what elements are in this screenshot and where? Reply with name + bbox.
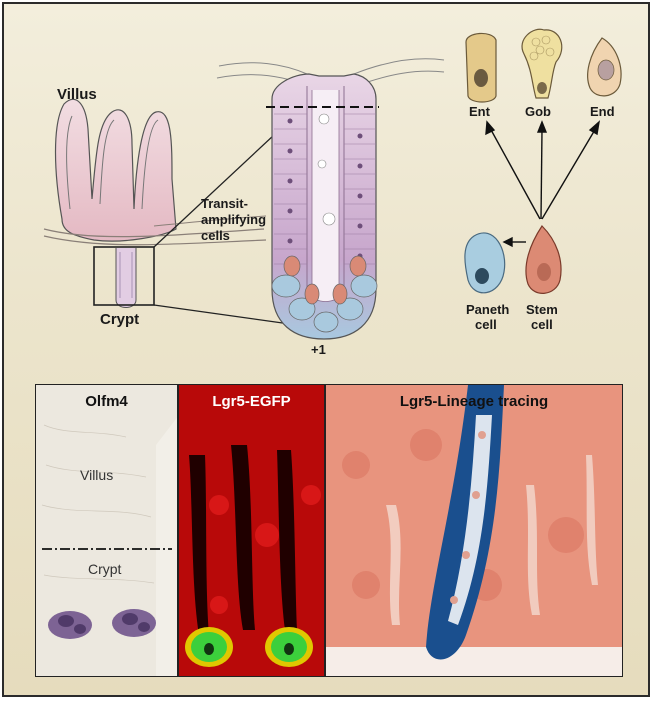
- stem-label-line2: cell: [531, 317, 553, 332]
- olfm4-title: Olfm4: [85, 393, 128, 410]
- olfm4-stain: [36, 385, 177, 676]
- ent-label: Ent: [469, 104, 490, 119]
- villus-sketch: [43, 98, 267, 308]
- stem-cell: [525, 225, 562, 294]
- transit-label-line3: cells: [201, 228, 230, 243]
- lineage-tracing-stain: [326, 385, 622, 676]
- lgr5-egfp-title: Lgr5-EGFP: [212, 393, 291, 410]
- transit-label-line1: Transit-: [201, 196, 248, 211]
- gob-label: Gob: [525, 104, 551, 119]
- position-label: +1: [311, 342, 326, 357]
- lineage-panel: Lgr5-Lineage tracing: [325, 384, 623, 677]
- paneth-cell: [464, 232, 506, 294]
- lineage-trace: [426, 385, 504, 660]
- olfm4-crypt-label: Crypt: [88, 561, 122, 577]
- lgr5-egfp-fluorescence: [179, 385, 324, 676]
- paneth-label-line2: cell: [475, 317, 497, 332]
- olfm4-villus-label: Villus: [80, 467, 114, 483]
- stem-label-line1: Stem: [526, 302, 558, 317]
- end-label: End: [590, 104, 615, 119]
- olfm4-panel: Olfm4 Villus Crypt: [35, 384, 178, 677]
- lineage-title: Lgr5-Lineage tracing: [399, 393, 549, 410]
- crypt-zoom-box: [93, 246, 155, 306]
- paneth-label-line1: Paneth: [466, 302, 510, 317]
- lgr5-egfp-panel: Lgr5-EGFP: [178, 384, 325, 677]
- crypt-label: Crypt: [100, 311, 140, 328]
- goblet-cell: [521, 28, 563, 99]
- enteroendocrine-cell: [587, 37, 622, 97]
- villus-label: Villus: [57, 86, 97, 103]
- intestinal-illustration: [43, 28, 622, 340]
- transit-label-line2: amplifying: [201, 212, 267, 227]
- egfp-signal: [185, 627, 313, 667]
- enterocyte-cell: [465, 32, 497, 103]
- crypt-detail: [216, 58, 445, 340]
